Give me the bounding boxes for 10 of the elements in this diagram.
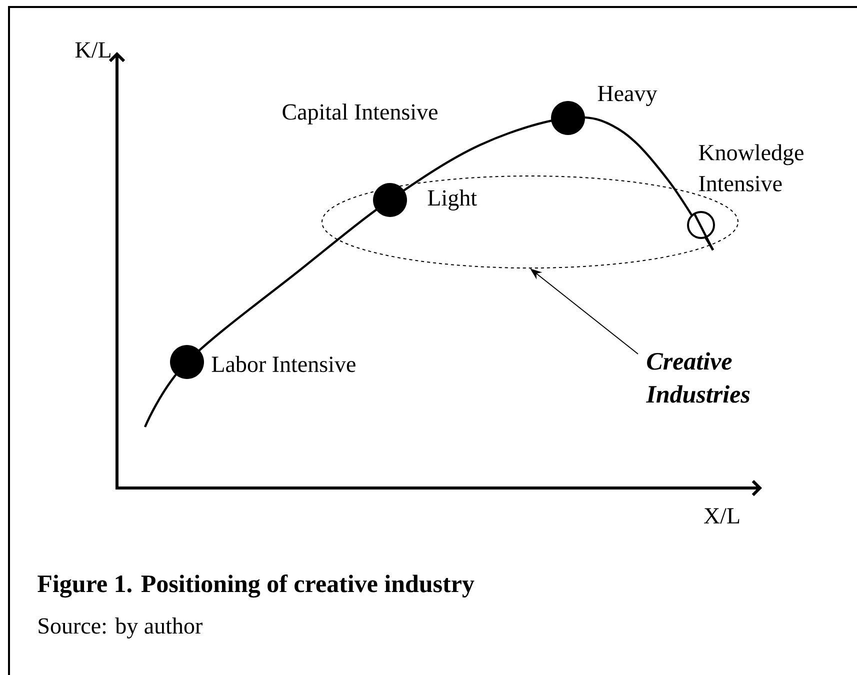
point-label: Light bbox=[428, 190, 477, 210]
region-label: Capital Intensive bbox=[282, 104, 438, 124]
callout-text: Creative Industries bbox=[646, 352, 750, 403]
axis-label: X/L bbox=[704, 508, 740, 524]
point-label: Labor Intensive bbox=[212, 356, 356, 372]
axis-label: K/L bbox=[75, 42, 110, 58]
source-note: Source: by author bbox=[38, 618, 202, 638]
point-label: Heavy bbox=[598, 86, 658, 106]
point-label: Knowledge Intensive bbox=[698, 144, 804, 192]
figure-caption: Figure 1. Positioning of creative industry bbox=[38, 574, 474, 598]
